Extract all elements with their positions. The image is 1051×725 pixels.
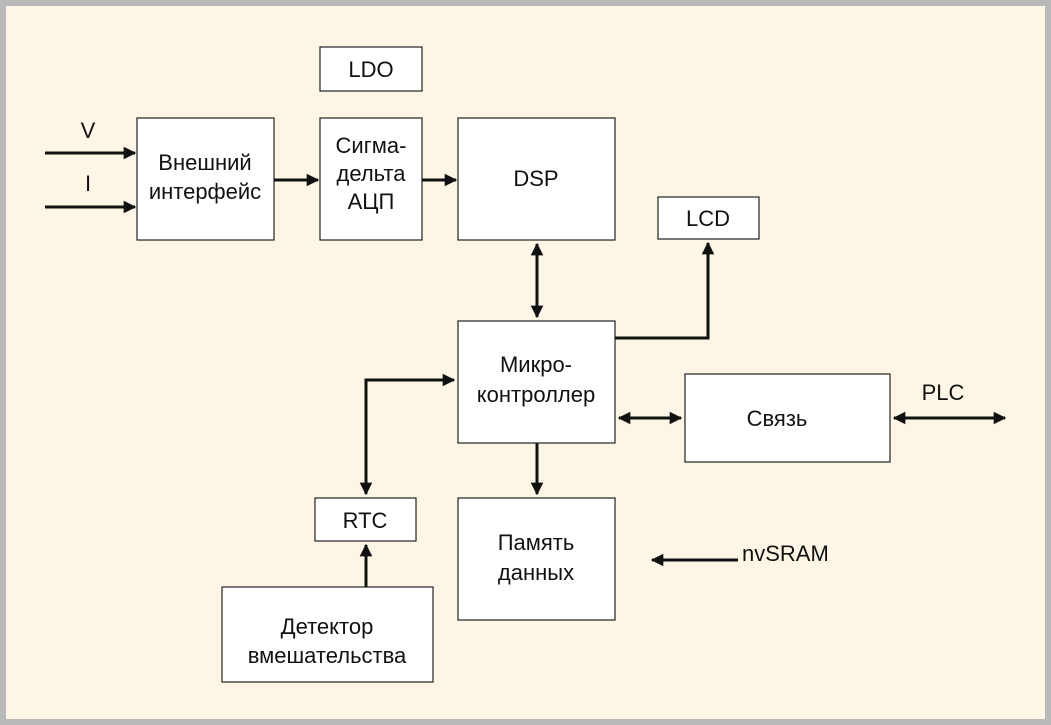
external-interface-label-line2: интерфейс <box>149 179 261 204</box>
data-memory-label-line2: данных <box>498 560 574 585</box>
rtc-mcu-bus-arrow <box>359 373 456 496</box>
signal-v-label: V <box>81 118 96 143</box>
external-interface-block: Внешний интерфейс <box>136 117 275 241</box>
ldo-block: LDO <box>319 46 423 92</box>
comm-label: Связь <box>747 406 808 431</box>
tamper-detector-label-line2: вмешательства <box>248 643 407 668</box>
external-interface-label-line1: Внешний <box>158 150 251 175</box>
microcontroller-label-line1: Микро- <box>500 352 572 377</box>
adc-label-line1: Сигма- <box>336 133 407 158</box>
comm-block: Связь <box>684 373 891 463</box>
adc-label-line3: АЦП <box>348 189 395 214</box>
rtc-label: RTC <box>343 508 388 533</box>
lcd-label: LCD <box>686 206 730 231</box>
microcontroller-block: Микро- контроллер <box>457 320 616 444</box>
tamper-detector-block: Детектор вмешательства <box>221 586 434 683</box>
rtc-block: RTC <box>314 497 417 542</box>
mcu-to-lcd-arrow <box>615 241 715 340</box>
adc-label-line2: дельта <box>337 161 407 186</box>
lcd-block: LCD <box>657 196 760 240</box>
data-memory-block: Память данных <box>457 497 616 621</box>
microcontroller-label-line2: контроллер <box>477 382 595 407</box>
data-memory-label-line1: Память <box>498 530 575 555</box>
signal-i-label: I <box>85 171 91 196</box>
sigma-delta-adc-block: Сигма- дельта АЦП <box>319 117 423 241</box>
ldo-label: LDO <box>348 57 393 82</box>
dsp-label: DSP <box>513 166 558 191</box>
signal-plc-label: PLC <box>922 380 965 405</box>
signal-nvsram-label: nvSRAM <box>742 541 829 566</box>
dsp-block: DSP <box>457 117 616 241</box>
tamper-detector-label-line1: Детектор <box>281 614 374 639</box>
